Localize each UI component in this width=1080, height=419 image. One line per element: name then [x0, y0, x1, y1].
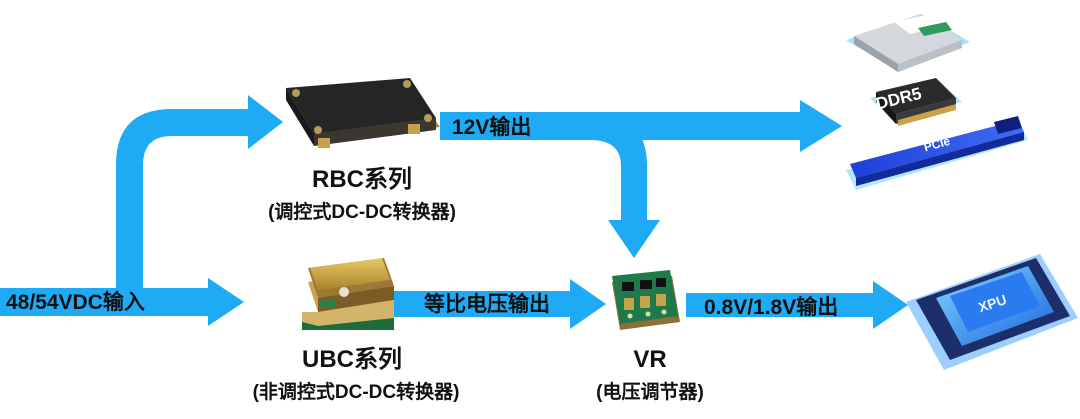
vr-output-arrow [686, 281, 908, 329]
rbc-subtitle: (调控式DC-DC转换器) [268, 202, 456, 223]
slot-label: PCIe [922, 134, 952, 155]
ubc-title: UBC系列 [302, 346, 402, 373]
vr-subtitle: (电压调节器) [596, 382, 704, 403]
input-label: 48/54VDC输入 [6, 291, 145, 314]
ddr5-memory-icon: DDR5 [870, 78, 962, 126]
ubc-subtitle: (非调控式DC-DC转换器) [252, 382, 460, 403]
input-arrow [0, 278, 244, 326]
ubc-output-label: 等比电压输出 [424, 293, 550, 316]
vr-module-icon [612, 270, 680, 330]
xpu-chip-icon: XPU [906, 254, 1078, 370]
ubc-output-arrow [394, 279, 606, 329]
flow-arrows [0, 95, 908, 329]
hard-drive-icon [846, 14, 970, 72]
rbc-feed-arrow [116, 95, 283, 288]
rbc-to-vr-arrow [590, 112, 660, 258]
ubc-module-icon [302, 258, 394, 330]
rbc-module-icon [286, 78, 440, 148]
pcie-slot-icon: PCIe [846, 116, 1028, 190]
rbc-output-arrow [440, 100, 842, 152]
rbc-title: RBC系列 [312, 166, 412, 193]
vr-title: VR [633, 346, 667, 373]
vr-output-label: 0.8V/1.8V输出 [704, 296, 839, 319]
rbc-output-label: 12V输出 [452, 116, 532, 139]
